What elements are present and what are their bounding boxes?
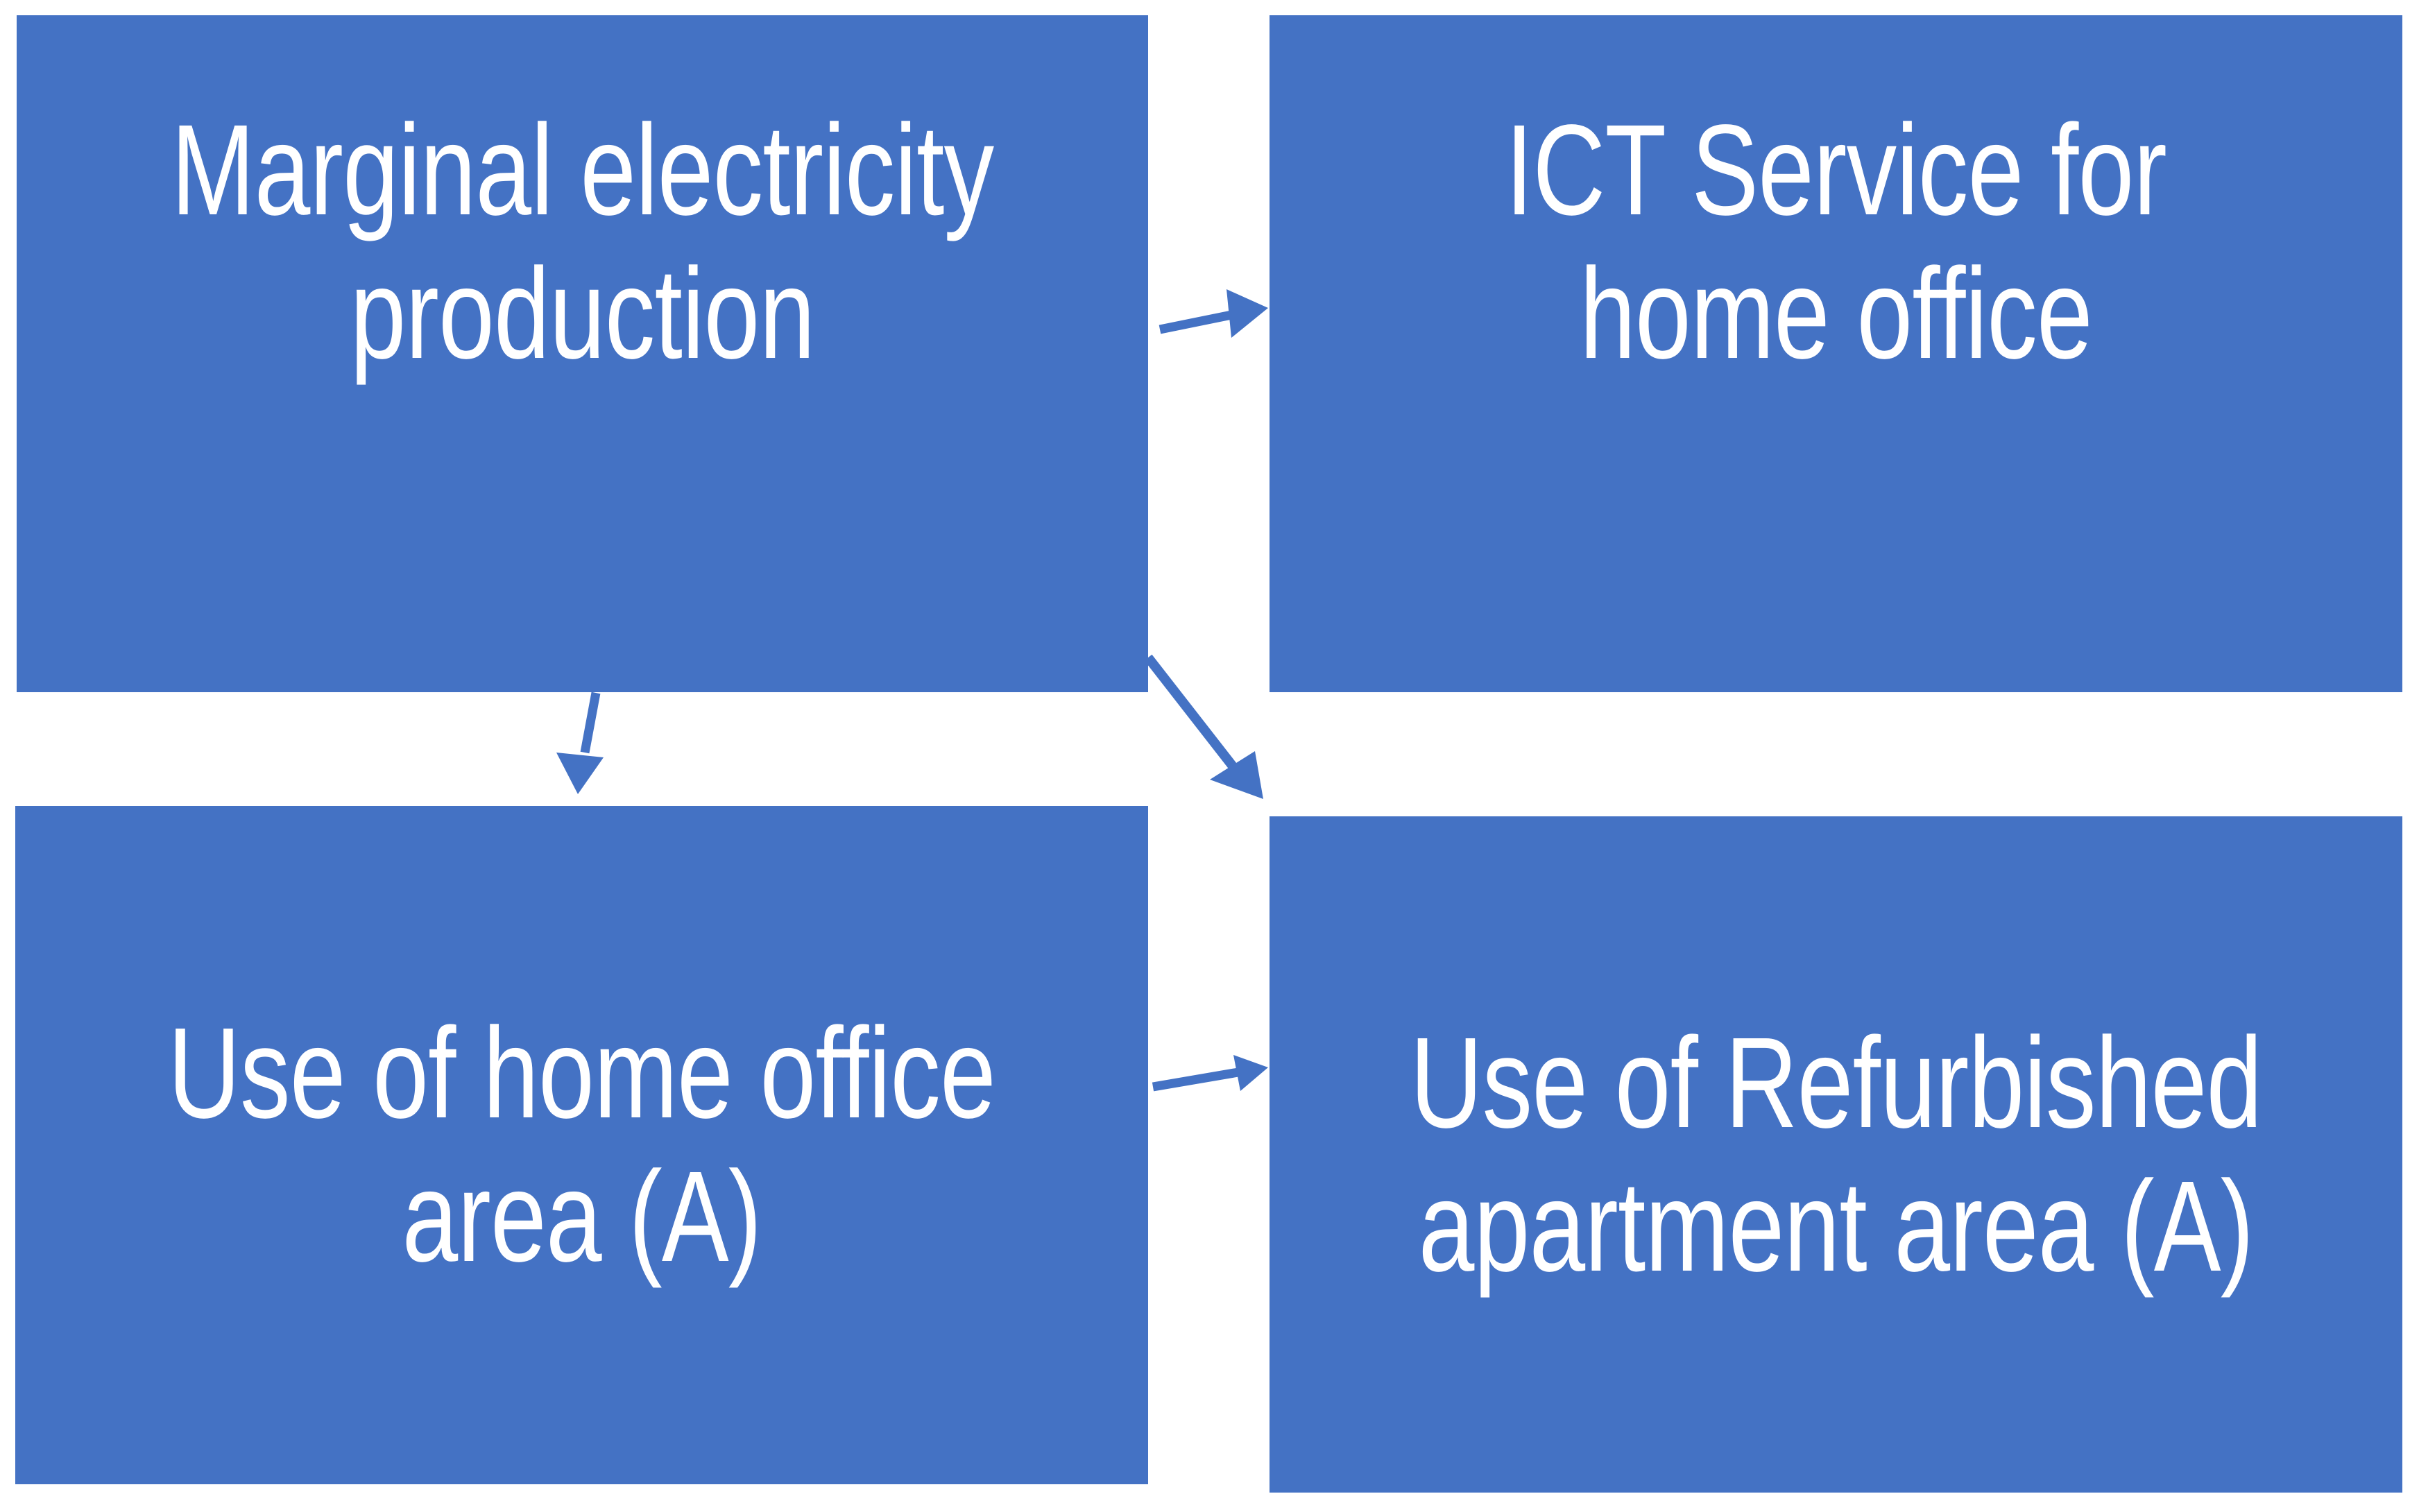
edge-electricity-to-refurbished-arrow [1144, 654, 1263, 799]
node-label-use-of-home-office-area: Use of home office area (A) [168, 1002, 996, 1289]
edge-electricity-to-refurbished-arrowhead [1210, 751, 1263, 799]
edge-electricity-to-ict-arrowhead [1226, 289, 1268, 338]
node-label-use-of-refurbished-apartment-area: Use of Refurbished apartment area (A) [1410, 1011, 2263, 1298]
node-use-of-refurbished-apartment-area[interactable]: Use of Refurbished apartment area (A) [1270, 816, 2402, 1493]
edge-home-office-to-refurbished-line [1152, 1067, 1240, 1092]
node-label-marginal-electricity-production: Marginal electricity production [171, 98, 994, 386]
edge-electricity-to-home-office-arrow [556, 691, 604, 794]
node-label-ict-service-for-home-office: ICT Service for home office [1505, 98, 2167, 386]
edge-electricity-to-home-office-arrowhead [556, 753, 604, 794]
edge-electricity-to-home-office-line [580, 691, 601, 754]
edge-electricity-to-refurbished-line [1144, 654, 1238, 771]
node-use-of-home-office-area[interactable]: Use of home office area (A) [15, 806, 1148, 1484]
edge-electricity-to-ict-line [1159, 308, 1243, 334]
edge-electricity-to-ict-arrow [1159, 289, 1268, 338]
node-ict-service-for-home-office[interactable]: ICT Service for home office [1270, 15, 2402, 692]
node-marginal-electricity-production[interactable]: Marginal electricity production [17, 15, 1148, 692]
edge-home-office-to-refurbished-arrowhead [1233, 1055, 1268, 1091]
edge-home-office-to-refurbished-arrow [1152, 1055, 1268, 1092]
